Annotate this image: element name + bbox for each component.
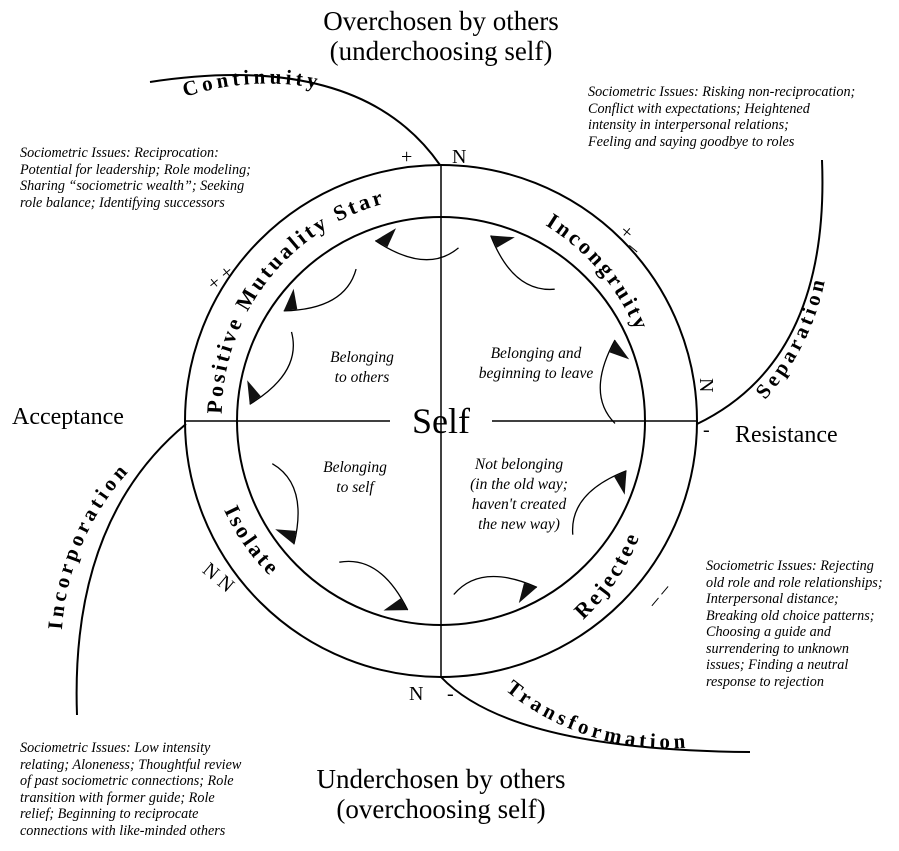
issues-bottom-right: Sociometric Issues: Rejecting old role a… xyxy=(706,558,883,690)
issues-line: of past sociometric connections; Role xyxy=(20,773,234,789)
issues-line: Sociometric Issues: Rejecting xyxy=(706,558,874,574)
issues-line: surrendering to unknown xyxy=(706,640,849,657)
issues-line: Potential for leadership; Role modeling; xyxy=(20,161,251,178)
sign-bottom-minus: - xyxy=(447,683,454,705)
arc-label-incorporation: Incorporation xyxy=(43,457,134,631)
sign-top-n: N xyxy=(452,146,466,168)
spiral-stroke xyxy=(453,575,538,595)
spiral-wedge xyxy=(518,583,537,604)
issues-line: response to rejection xyxy=(706,673,824,690)
spiral-wedge xyxy=(275,529,296,545)
spiral-stroke xyxy=(283,268,357,312)
spiral-wedge xyxy=(614,470,627,495)
issues-line: Sharing “sociometric wealth”; Seeking xyxy=(20,178,245,194)
quadrant-top-right-line2: beginning to leave xyxy=(479,365,594,382)
separation-arc xyxy=(696,159,824,425)
quadrant-bottom-right-line1: Not belonging xyxy=(474,456,564,473)
spiral-wedge xyxy=(375,228,396,248)
spiral-stroke xyxy=(572,470,627,535)
spiral-wedge xyxy=(247,380,261,405)
spiral-stroke xyxy=(249,331,294,405)
spiral-stroke xyxy=(599,339,616,424)
sign-nn: N N xyxy=(198,558,238,597)
spiral-wedge xyxy=(490,235,515,248)
quadrant-bottom-right-line3: haven't created xyxy=(472,496,567,513)
sign-right-minus: - xyxy=(703,419,710,441)
quadrant-top-left-line2: to others xyxy=(335,369,390,386)
issues-line: Choosing a guide and xyxy=(706,624,831,640)
spiral-stroke xyxy=(271,463,299,545)
sign-plus-minus: + _ xyxy=(615,220,650,254)
spiral-wedge xyxy=(609,339,630,360)
top-pole-line2: (underchoosing self) xyxy=(330,36,553,66)
transformation-arc xyxy=(440,676,751,753)
issues-line: old role and role relationships; xyxy=(706,574,883,591)
quadrant-bottom-left-line2: to self xyxy=(336,479,376,496)
quadrant-top-right-line1: Belonging and xyxy=(491,345,582,362)
spiral-wedge xyxy=(383,598,408,611)
issues-bottom-left: Sociometric Issues: Low intensity relati… xyxy=(20,740,241,839)
spiral-stroke xyxy=(374,240,459,261)
sign-plus-plus: + + xyxy=(203,261,238,296)
sign-right-n: N xyxy=(695,378,717,392)
issues-line: connections with like-minded others xyxy=(20,822,226,839)
issues-line: Sociometric Issues: Low intensity xyxy=(20,740,211,756)
issues-line: role balance; Identifying successors xyxy=(20,194,225,211)
issues-line: relating; Aloneness; Thoughtful review xyxy=(20,756,242,773)
issues-line: intensity in interpersonal relations; xyxy=(588,117,789,133)
issues-line: Feeling and saying goodbye to roles xyxy=(588,133,795,150)
quadrant-top-left-line1: Belonging xyxy=(330,349,394,366)
arc-label-separation: Separation xyxy=(751,274,831,404)
issues-line: transition with former guide; Role xyxy=(20,789,215,806)
sign-bottom-n: N xyxy=(409,683,423,705)
spiral-marks xyxy=(247,228,630,611)
issues-top-right: Sociometric Issues: Risking non-reciproc… xyxy=(588,84,855,150)
spiral-stroke xyxy=(339,560,409,611)
ring-label-rejectee: Rejectee xyxy=(569,527,645,623)
continuity-arc xyxy=(149,74,441,166)
quadrant-bottom-left-line1: Belonging xyxy=(323,459,387,476)
issues-line: Sociometric Issues: Risking non-reciproc… xyxy=(588,84,856,100)
bottom-pole-line1: Underchosen by others xyxy=(317,764,566,794)
issues-line: Breaking old choice patterns; xyxy=(706,607,875,624)
right-pole-label: Resistance xyxy=(735,422,838,448)
arc-label-transformation: Transformation xyxy=(502,675,690,753)
spiral-wedge xyxy=(283,288,298,311)
issues-line: Conflict with expectations; Heightened xyxy=(588,100,810,117)
quadrant-bottom-right-line2: (in the old way; xyxy=(470,476,568,493)
issues-line: Sociometric Issues: Reciprocation: xyxy=(20,145,219,161)
issues-line: issues; Finding a neutral xyxy=(706,657,849,673)
left-pole-label: Acceptance xyxy=(12,404,124,430)
top-pole-line1: Overchosen by others xyxy=(323,6,558,36)
spiral-stroke xyxy=(490,235,555,290)
issues-top-left: Sociometric Issues: Reciprocation: Poten… xyxy=(20,145,251,211)
quadrant-bottom-right-line4: the new way) xyxy=(478,516,560,533)
issues-line: Interpersonal distance; xyxy=(706,591,839,607)
bottom-pole-line2: (overchoosing self) xyxy=(336,794,545,824)
sign-top-plus: + xyxy=(401,146,412,168)
incorporation-arc xyxy=(75,423,187,716)
issues-line: relief; Beginning to reciprocate xyxy=(20,806,199,822)
arc-label-continuity: Continuity xyxy=(180,64,324,101)
center-label-self: Self xyxy=(412,401,470,441)
